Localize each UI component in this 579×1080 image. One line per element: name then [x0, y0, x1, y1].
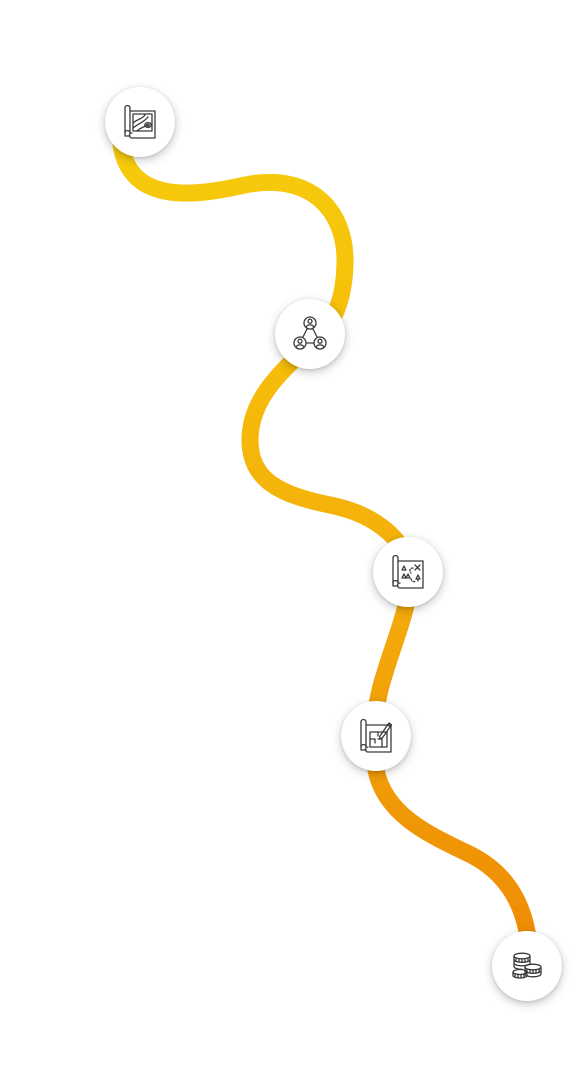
journey-path [111, 121, 539, 974]
step-node-topographic-map[interactable] [105, 87, 175, 157]
network-people-icon [293, 316, 327, 350]
step-node-coins[interactable] [492, 931, 562, 1001]
step-node-blueprint[interactable] [341, 701, 411, 771]
topographic-map-icon [124, 104, 156, 139]
coin-stack-icon [512, 952, 542, 979]
treasure-map-icon [392, 554, 424, 589]
step-node-route-map[interactable] [373, 537, 443, 607]
step-node-network[interactable] [275, 299, 345, 369]
blueprint-plan-icon [360, 718, 393, 753]
